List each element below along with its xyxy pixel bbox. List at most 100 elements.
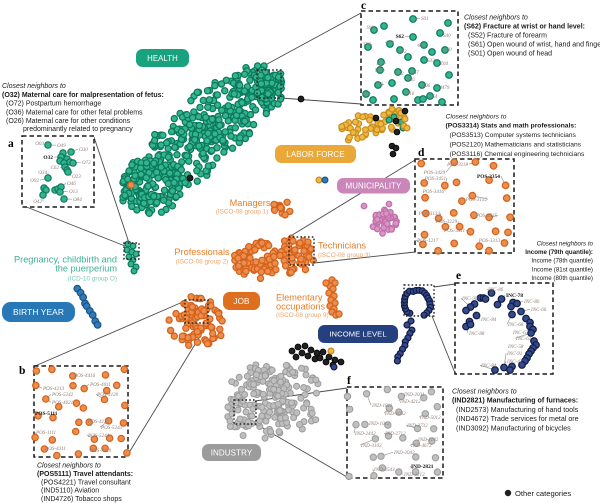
- svg-text:INCOME LEVEL: INCOME LEVEL: [329, 330, 386, 339]
- svg-text:(ICD-10 group O): (ICD-10 group O): [68, 276, 117, 283]
- svg-text:O23: O23: [72, 174, 81, 180]
- svg-text:IND-2042: IND-2042: [393, 450, 415, 456]
- svg-text:LABOR FORCE: LABOR FORCE: [286, 150, 344, 159]
- svg-text:IND-1182: IND-1182: [417, 437, 439, 443]
- svg-text:O30: O30: [79, 147, 88, 153]
- svg-text:C62: C62: [51, 165, 60, 171]
- svg-text:O92: O92: [30, 178, 39, 184]
- svg-text:IND-4672: IND-4672: [410, 443, 432, 449]
- svg-text:POS-3152: POS-3152: [465, 197, 488, 203]
- svg-text:POS-3451: POS-3451: [424, 176, 446, 182]
- svg-text:POS-3313: POS-3313: [478, 238, 501, 244]
- svg-text:(IND5110) Aviation: (IND5110) Aviation: [41, 488, 99, 495]
- svg-text:POS-4213: POS-4213: [42, 386, 65, 392]
- svg-text:INC-86: INC-86: [487, 287, 504, 293]
- svg-text:(S01) Open wound of head: (S01) Open wound of head: [468, 51, 552, 58]
- svg-text:(POS5111) Travel attendants:: (POS5111) Travel attendants:: [37, 471, 133, 478]
- svg-text:A06: A06: [421, 83, 431, 89]
- svg-text:INC-90: INC-90: [461, 296, 478, 302]
- svg-text:Closest neighbors to: Closest neighbors to: [37, 463, 101, 470]
- svg-text:IND-2543: IND-2543: [373, 467, 395, 473]
- svg-text:POS-3133: POS-3133: [418, 211, 441, 217]
- svg-text:K21: K21: [376, 61, 386, 67]
- svg-text:(POS3513) Computer systems tec: (POS3513) Computer systems technicians: [450, 132, 577, 139]
- svg-text:(ISCO-08 group 9): (ISCO-08 group 9): [276, 312, 329, 319]
- svg-text:Closest neighbors to: Closest neighbors to: [537, 241, 594, 248]
- svg-text:INC-80: INC-80: [523, 299, 540, 305]
- svg-text:(IND4672) Trade services for m: (IND4672) Trade services for metal ore: [456, 415, 579, 423]
- svg-text:S13: S13: [386, 40, 394, 46]
- svg-text:IND-1012: IND-1012: [368, 421, 390, 427]
- svg-text:O49: O49: [57, 143, 66, 149]
- svg-text:INC-58: INC-58: [507, 344, 524, 350]
- svg-text:Closest neighbors to: Closest neighbors to: [464, 15, 528, 22]
- svg-text:IND-2212: IND-2212: [403, 472, 425, 478]
- svg-text:IND-1032: IND-1032: [384, 411, 406, 417]
- svg-text:(O26) Maternal care for other: (O26) Maternal care for other conditions: [6, 118, 131, 125]
- svg-text:O42: O42: [33, 199, 42, 205]
- svg-text:Elementary: Elementary: [276, 293, 323, 303]
- svg-text:O32: O32: [43, 155, 53, 161]
- svg-text:Technicians: Technicians: [318, 241, 366, 251]
- svg-text:MUNICIPALITY: MUNICIPALITY: [346, 182, 402, 191]
- svg-text:POS-1217: POS-1217: [416, 238, 439, 244]
- svg-text:IND-3102: IND-3102: [360, 443, 382, 449]
- svg-text:T78: T78: [363, 42, 371, 48]
- svg-text:POS-3429: POS-3429: [423, 170, 446, 176]
- svg-text:O72: O72: [82, 160, 91, 166]
- svg-text:(ISCO-08 group 3): (ISCO-08 group 3): [318, 252, 371, 259]
- svg-text:O13: O13: [69, 189, 78, 195]
- svg-text:HEALTH: HEALTH: [147, 54, 178, 63]
- svg-text:(O32) Maternal care for malpre: (O32) Maternal care for malpresentation …: [2, 92, 164, 99]
- svg-text:POS-3229: POS-3229: [435, 219, 458, 225]
- svg-text:POS-4021: POS-4021: [51, 400, 73, 406]
- svg-text:Z47: Z47: [411, 70, 419, 76]
- svg-text:(ISCO-08 group 2): (ISCO-08 group 2): [176, 259, 229, 266]
- svg-text:S01: S01: [421, 16, 429, 22]
- svg-text:POS-3118: POS-3118: [446, 162, 468, 168]
- svg-text:POS-4120: POS-4120: [96, 392, 119, 398]
- svg-text:S60: S60: [444, 47, 452, 53]
- svg-text:(S62) Fracture at wrist or han: (S62) Fracture at wrist or hand level:: [464, 24, 585, 31]
- svg-text:IND-1811: IND-1811: [371, 403, 392, 409]
- svg-text:S90: S90: [375, 82, 383, 88]
- svg-text:(IND2821) Manufacturing of fur: (IND2821) Manufacturing of furnaces:: [452, 397, 578, 405]
- svg-text:M54: M54: [427, 94, 438, 100]
- svg-text:(IND2573) Manufacturing of han: (IND2573) Manufacturing of hand tools: [456, 406, 579, 414]
- svg-text:IND-2442: IND-2442: [354, 431, 376, 437]
- svg-text:M16: M16: [404, 91, 415, 97]
- svg-text:POS-4121: POS-4121: [87, 419, 109, 425]
- svg-text:POS-5243: POS-5243: [100, 425, 123, 431]
- svg-text:(O36) Maternal care for other: (O36) Maternal care for other fetal prob…: [6, 109, 143, 116]
- svg-text:POS-3416: POS-3416: [422, 189, 445, 195]
- svg-text:JOB: JOB: [233, 297, 250, 306]
- svg-text:d: d: [418, 147, 425, 159]
- svg-text:IND-2821: IND-2821: [411, 464, 434, 470]
- svg-text:(IND4726) Tobacco shops: (IND4726) Tobacco shops: [41, 496, 122, 503]
- svg-text:IND-4212: IND-4212: [399, 399, 421, 405]
- svg-text:(ISCO-08 group 1): (ISCO-08 group 1): [216, 209, 269, 216]
- svg-text:O34: O34: [38, 170, 47, 176]
- svg-text:IND-2732: IND-2732: [406, 423, 428, 429]
- svg-text:Z04: Z04: [440, 61, 448, 67]
- svg-text:POS-3411: POS-3411: [443, 228, 465, 234]
- svg-text:INC-68: INC-68: [507, 322, 524, 328]
- svg-text:Income (80th quantile): Income (80th quantile): [531, 275, 593, 282]
- svg-text:O46: O46: [67, 181, 76, 187]
- svg-text:BIRTH YEAR: BIRTH YEAR: [13, 307, 64, 317]
- svg-text:IND-2712: IND-2712: [384, 431, 406, 437]
- svg-text:INC-66: INC-66: [530, 307, 547, 313]
- svg-text:Income (78th quantile): Income (78th quantile): [531, 258, 593, 265]
- svg-text:IND-2031: IND-2031: [403, 392, 425, 398]
- svg-text:(O72) Postpartum hemorrhage: (O72) Postpartum hemorrhage: [6, 101, 101, 108]
- svg-text:Closest neighbors to: Closest neighbors to: [452, 388, 517, 396]
- svg-text:Professionals: Professionals: [174, 247, 230, 257]
- svg-text:L03: L03: [361, 91, 370, 97]
- svg-text:O03: O03: [35, 141, 44, 147]
- svg-text:(IND3092) Manufacturing of bic: (IND3092) Manufacturing of bicycles: [456, 424, 571, 432]
- svg-text:a: a: [8, 138, 14, 150]
- svg-text:IND-5012: IND-5012: [419, 415, 441, 421]
- svg-text:POS-1111: POS-1111: [35, 430, 56, 436]
- svg-text:INC-91: INC-91: [506, 351, 522, 357]
- svg-text:INC-78: INC-78: [506, 293, 523, 299]
